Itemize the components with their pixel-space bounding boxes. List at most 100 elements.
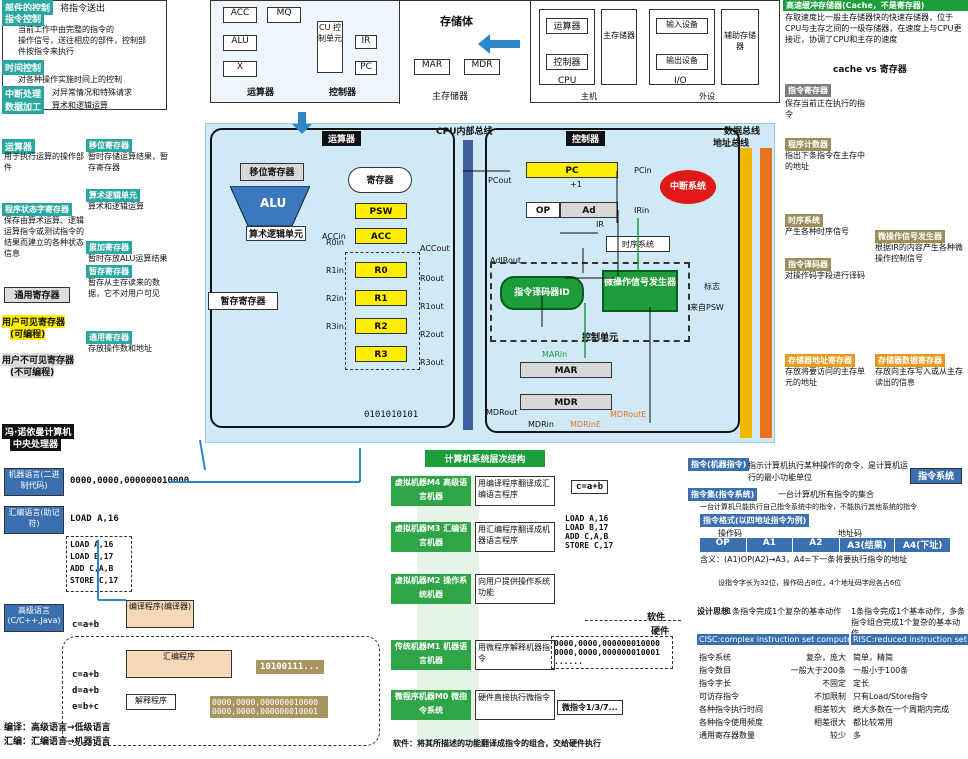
- level-m3-desc: 用汇编程序翻译成机器语言程序: [475, 522, 555, 552]
- from-psw-label: 来自PSW: [690, 303, 724, 312]
- machine-code: 0000,0000,000000010000: [70, 476, 190, 486]
- hier-instr-line: ADD C,A,B: [565, 532, 609, 541]
- r0-register: R0: [355, 262, 407, 278]
- hier-instr-line: LOAD B,17: [565, 523, 609, 532]
- row-risc-value: 一般小于100条: [853, 666, 909, 675]
- asm-line: LOAD A,16: [70, 514, 119, 524]
- cu-box: CU 控制单元: [317, 21, 343, 73]
- level-m1: 传统机器M1 机器语言机器: [391, 640, 471, 670]
- cache-header: 高速缓冲存储器(Cache，不是寄存器): [783, 0, 968, 11]
- acc-box: ACC: [223, 7, 257, 23]
- right-note-text: 保存当前正在执行的指令: [785, 99, 865, 119]
- ir-box: IR: [355, 35, 377, 49]
- hll-code: c=a+b: [72, 620, 100, 630]
- cpu-title: 中央处理器: [10, 436, 62, 451]
- mdr-out-e-label: MDRoutE: [610, 410, 647, 419]
- cpu-box: 运算器 控制器 CPU: [539, 9, 595, 86]
- risc-cisc-row: 可访存指令不加限制只有Load/Store指令: [697, 691, 968, 703]
- mar-box: MAR: [414, 59, 450, 75]
- user-invisible-reg-sub: (不可编程): [10, 365, 55, 378]
- row-cisc-value: 相差较大: [814, 705, 846, 714]
- input-device: 输入设备: [656, 18, 708, 34]
- right-note-head: 微操作信号发生器: [875, 230, 945, 243]
- hierarchy-title: 计算机系统层次结构: [425, 450, 545, 467]
- field-a3: A3(结果): [840, 538, 896, 552]
- user-invisible-reg: 用户不可见寄存器: [2, 353, 75, 366]
- risc-cisc-row: 通用寄存器数量较少多: [697, 730, 968, 742]
- memory-area: 存储体 MAR MDR 主存储器: [399, 1, 531, 104]
- isa-text3: 一台计算机所有指令的集合: [778, 490, 874, 499]
- level-m0: 微程序机器M0 微指令系统: [391, 690, 471, 720]
- mid-note-text: 暂存从主存读来的数据，它不对用户可见: [88, 278, 160, 298]
- risc-cisc-row: 各种指令使用频度 相差很大都比较常用: [697, 717, 968, 729]
- ctrl-label: 控制器: [329, 88, 357, 98]
- row-risc-value: 都比较常用: [853, 718, 893, 727]
- header-instruction-control: 指令控制: [2, 11, 45, 26]
- mar-in-label: MARin: [542, 350, 568, 359]
- mdr-in-e-label: MDRinE: [570, 420, 601, 429]
- mdr-in-label: MDRin: [528, 420, 554, 429]
- acc-register: ACC: [355, 228, 407, 244]
- note-line: 对各种操作实施时间上的控制: [18, 75, 122, 84]
- note-line: 对异常情况和特殊请求: [52, 88, 132, 97]
- data-bus: [740, 148, 752, 438]
- cache-note: 高速缓冲存储器(Cache，不是寄存器) 存取速度比一般主存储器快的快速存储器，…: [783, 0, 968, 78]
- right-note-head: 时序系统: [785, 214, 823, 227]
- risc-cisc-row: 各种指令执行时间相差较大绝大多数在一个周期内完成: [697, 704, 968, 716]
- row-attribute: 各种指令使用频度: [699, 718, 763, 727]
- right-notes: 指令寄存器 保存当前正在执行的指令 程序计数器 指出下条指令在主存中的地址 时序…: [783, 84, 968, 444]
- binary-output: 10100111...: [256, 660, 324, 674]
- row-cisc-value: 不固定: [822, 679, 846, 688]
- general-registers-box: [345, 252, 420, 370]
- mdr-out-label: MDRout: [486, 408, 518, 417]
- adir-label: AdIRout: [490, 256, 522, 265]
- hier-machine-line: 0000,0000,000000010000: [554, 639, 660, 648]
- hier-machine-line: ......: [554, 657, 583, 666]
- format-note: 设指令字长为32位，操作码占8位，4个地址码字段各占6位: [718, 579, 902, 587]
- note-line: 算术和逻辑运算: [52, 101, 108, 110]
- row-attribute: 通用寄存器数量: [699, 731, 755, 740]
- field-op: OP: [700, 538, 747, 552]
- row-cisc-value: 一般大于200条: [790, 666, 846, 675]
- mainmem-box: 主存储器: [601, 9, 637, 85]
- note-line: 当前工作中由完整的指令的: [18, 25, 114, 34]
- left-note-text: 用于执行运算的操作部件: [4, 152, 84, 172]
- hll-variant: e=b+c: [72, 702, 100, 712]
- cpu-internal-bus: [463, 140, 473, 430]
- io-label: I/O: [674, 76, 687, 86]
- right-note-head: 存储器地址寄存器: [785, 354, 855, 367]
- interpreter-box: 解释程序: [126, 694, 176, 710]
- row-risc-value: 简单，精简: [853, 653, 893, 662]
- micro-signal-label: 微操作信号发生器: [604, 278, 677, 288]
- top-left-notes: 部件的控制 将指令送出 指令控制 当前工作中由完整的指令的 操作信号，送往相应的…: [0, 0, 170, 114]
- op-field: OP: [526, 202, 560, 218]
- r3in-label: R3in: [326, 322, 344, 331]
- address-bus: [760, 148, 772, 438]
- control-unit-label: 控制单元: [582, 333, 619, 343]
- hardware-label: 硬件: [651, 627, 670, 637]
- asm-line: LOAD A,16: [70, 540, 114, 549]
- micro-signal-generator: 微操作信号发生器: [602, 270, 678, 312]
- asm-box: 汇编语言(助记符): [4, 506, 64, 534]
- right-note-text: 存放将要访问的主存单元的地址: [785, 367, 865, 387]
- hll-variant: c=a+b: [72, 670, 100, 680]
- hier-code: c=a+b: [571, 480, 609, 494]
- risc-idea: 1条指令完成1个基本动作，多条指令组合完成1个复杂的基本动作: [851, 607, 966, 638]
- memory-label: 存储体: [440, 15, 473, 28]
- machine-lang-box: 机器语言(二进制代码): [4, 468, 64, 496]
- binary-row: 0000,0000,000000010001: [212, 707, 318, 716]
- r3-register: R3: [355, 346, 407, 362]
- header-time-control: 时间控制: [2, 60, 45, 75]
- row-attribute: 可访存指令: [699, 692, 739, 701]
- hier-micro: 微指令1/3/7...: [557, 700, 623, 715]
- periph-label: 外设: [699, 92, 715, 101]
- header-interrupt: 中断处理: [2, 86, 45, 101]
- field-a4: A4(下址): [902, 541, 943, 551]
- row-cisc-value: 相差很大: [814, 718, 846, 727]
- left-note-text: 保存由算术运算、逻辑运算指令或测试指令的结果而建立的各种状态信息: [4, 216, 84, 258]
- compile-area: [62, 636, 380, 746]
- hll-box: 高级语言(C/C++,Java): [4, 604, 64, 632]
- right-note-head: 指令译码器: [785, 258, 831, 271]
- cpu-label: CPU: [558, 76, 577, 86]
